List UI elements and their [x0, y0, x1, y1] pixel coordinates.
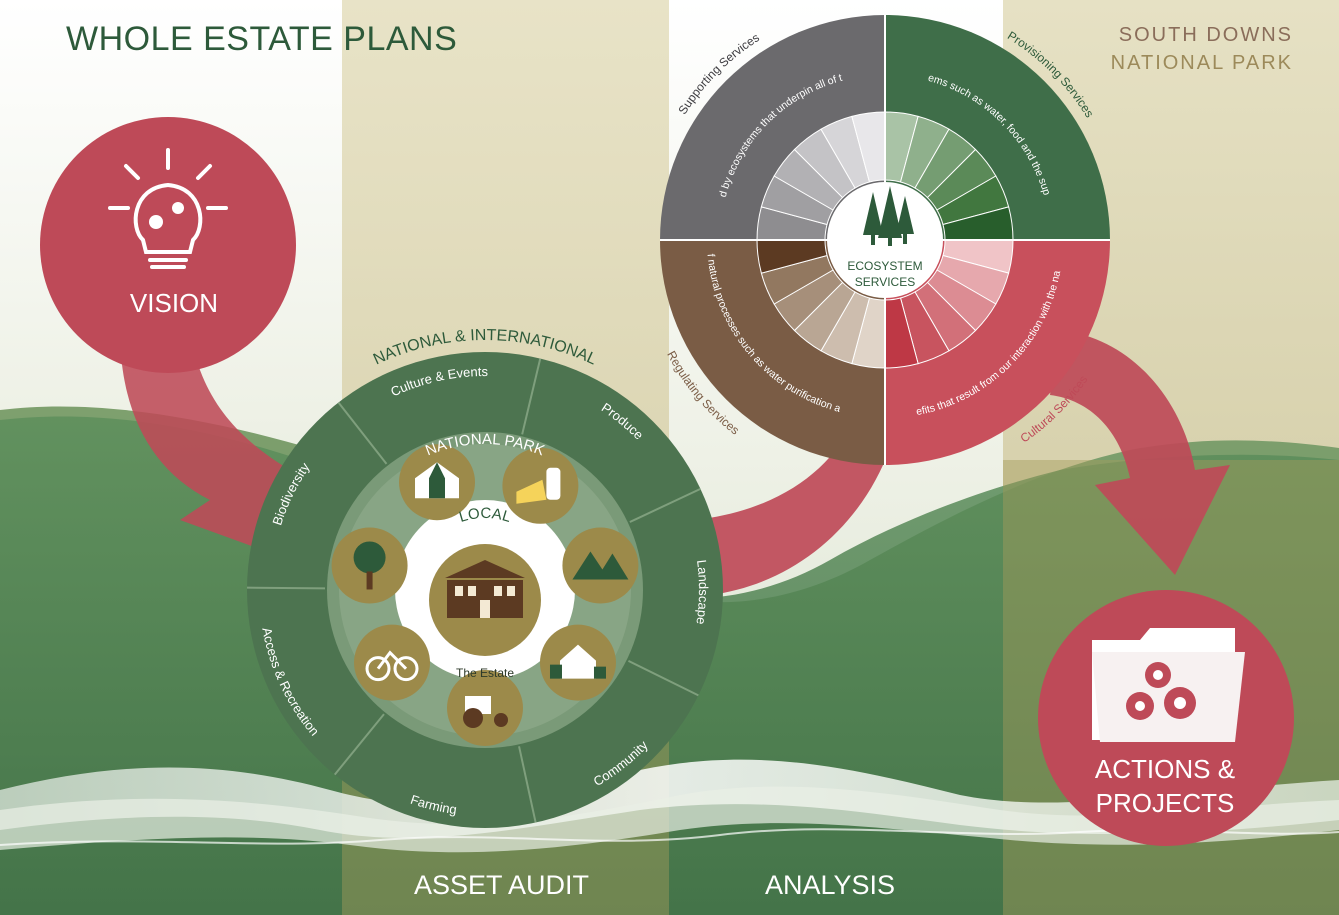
organisation-name-line1: SOUTH DOWNS	[1118, 24, 1293, 46]
actions-label: ACTIONS & PROJECTS	[1094, 754, 1236, 818]
houses-icon	[539, 624, 616, 701]
produce-icon	[502, 447, 579, 524]
mountains-icon	[562, 527, 639, 604]
inner-ring-title: LOCAL	[457, 505, 513, 526]
estate-building-icon	[429, 544, 541, 656]
wheel-segment-label: Landscape	[693, 559, 711, 626]
folder-gears-icon	[1092, 628, 1245, 742]
estate-label: The Estate	[456, 666, 514, 680]
organisation-name-line2: NATIONAL PARK	[1110, 52, 1293, 74]
wheel-dividers	[247, 358, 701, 823]
ecosystem-wheel	[660, 15, 1110, 465]
ecosystem-centre	[827, 182, 943, 298]
bicycle-icon	[354, 624, 431, 701]
landscape-wave	[0, 786, 1339, 853]
stage-label-asset-audit: ASSET AUDIT	[414, 870, 590, 900]
stage-label-analysis: ANALYSIS	[765, 870, 896, 900]
tractor-icon	[447, 670, 523, 746]
tree-icon	[331, 527, 408, 604]
arrow-analysis-to-actions	[1050, 330, 1230, 575]
ecosystem-title: ECOSYSTEM	[847, 259, 922, 273]
vision-label: VISION	[129, 288, 219, 318]
marquee-icon	[399, 444, 476, 521]
vision-circle	[40, 117, 296, 373]
trees-icon	[863, 186, 914, 246]
page-title: WHOLE ESTATE PLANS	[66, 20, 458, 58]
lightbulb-gears-icon	[108, 148, 228, 269]
ecosystem-title: SERVICES	[855, 275, 915, 289]
wheel-icons	[331, 444, 639, 746]
